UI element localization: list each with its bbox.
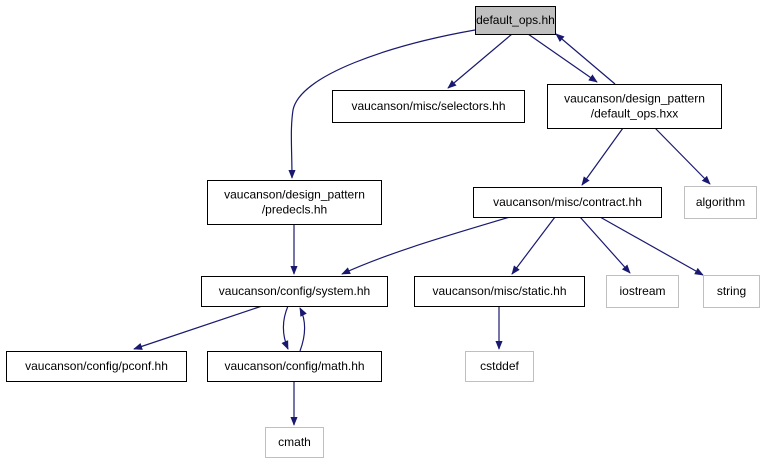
edge-system_hh-to-math_hh bbox=[281, 305, 289, 350]
node-label-default_ops_hxx-1: /default_ops.hxx bbox=[591, 107, 678, 121]
node-box-string bbox=[703, 275, 760, 308]
node-contract_hh[interactable]: vaucanson/misc/contract.hh bbox=[473, 187, 662, 218]
node-label-selectors_hh-0: vaucanson/misc/selectors.hh bbox=[351, 99, 505, 113]
node-static_hh[interactable]: vaucanson/misc/static.hh bbox=[414, 276, 585, 307]
node-algorithm: algorithm bbox=[684, 186, 757, 219]
node-cmath: cmath bbox=[265, 427, 324, 458]
node-box-default_ops_hxx bbox=[547, 84, 722, 129]
edge-default_ops_hxx-to-algorithm bbox=[654, 127, 711, 185]
node-box-cmath bbox=[265, 427, 324, 458]
edge-default_ops_hxx-to-default_ops_hh bbox=[555, 33, 616, 85]
nodes-layer: default_ops.hh vaucanson/misc/selectors.h… bbox=[6, 6, 760, 458]
node-box-default_ops_hh bbox=[475, 6, 556, 35]
edge-default_ops_hh-to-default_ops_hxx bbox=[527, 33, 598, 83]
node-label-predecls_hh-0: vaucanson/design_pattern bbox=[224, 188, 365, 202]
node-label-contract_hh-0: vaucanson/misc/contract.hh bbox=[493, 195, 642, 209]
node-pconf_hh[interactable]: vaucanson/config/pconf.hh bbox=[6, 351, 187, 382]
node-label-pconf_hh-0: vaucanson/config/pconf.hh bbox=[25, 359, 168, 373]
node-label-algorithm-0: algorithm bbox=[696, 195, 745, 209]
node-label-math_hh-0: vaucanson/config/math.hh bbox=[224, 359, 364, 373]
node-label-string-0: string bbox=[717, 284, 746, 298]
edge-default_ops_hh-to-selectors_hh bbox=[447, 33, 513, 89]
edge-system_hh-to-pconf_hh bbox=[133, 305, 263, 350]
node-box-algorithm bbox=[684, 186, 757, 219]
edge-contract_hh-to-static_hh bbox=[511, 216, 556, 275]
node-cstddef: cstddef bbox=[465, 351, 534, 382]
node-math_hh[interactable]: vaucanson/config/math.hh bbox=[207, 351, 382, 382]
node-selectors_hh[interactable]: vaucanson/misc/selectors.hh bbox=[332, 90, 525, 123]
node-box-selectors_hh bbox=[332, 90, 525, 123]
node-label-cmath-0: cmath bbox=[278, 435, 311, 449]
node-predecls_hh[interactable]: vaucanson/design_pattern/predecls.hh bbox=[207, 180, 382, 225]
node-box-math_hh bbox=[207, 351, 382, 382]
node-label-default_ops_hxx-0: vaucanson/design_pattern bbox=[564, 92, 705, 106]
node-box-static_hh bbox=[414, 276, 585, 307]
node-default_ops_hxx[interactable]: vaucanson/design_pattern/default_ops.hxx bbox=[547, 84, 722, 129]
node-box-pconf_hh bbox=[6, 351, 187, 382]
edges-layer bbox=[133, 29, 711, 426]
edge-math_hh-to-system_hh bbox=[299, 307, 307, 352]
node-string: string bbox=[703, 275, 760, 308]
node-system_hh[interactable]: vaucanson/config/system.hh bbox=[201, 276, 388, 307]
edge-default_ops_hh-to-predecls_hh bbox=[288, 29, 476, 179]
edge-default_ops_hxx-to-contract_hh bbox=[581, 127, 624, 186]
edge-contract_hh-to-iostream bbox=[579, 216, 631, 274]
edge-contract_hh-to-string bbox=[599, 216, 704, 276]
node-box-contract_hh bbox=[473, 187, 662, 218]
node-iostream: iostream bbox=[606, 275, 679, 308]
node-label-static_hh-0: vaucanson/misc/static.hh bbox=[432, 284, 566, 298]
node-box-system_hh bbox=[201, 276, 388, 307]
node-box-predecls_hh bbox=[207, 180, 382, 225]
node-label-default_ops_hh-0: default_ops.hh bbox=[476, 13, 555, 27]
edge-contract_hh-to-system_hh bbox=[341, 216, 511, 275]
node-box-iostream bbox=[606, 275, 679, 308]
node-default_ops_hh[interactable]: default_ops.hh bbox=[475, 6, 556, 35]
node-label-system_hh-0: vaucanson/config/system.hh bbox=[219, 284, 370, 298]
node-label-iostream-0: iostream bbox=[619, 284, 665, 298]
node-box-cstddef bbox=[465, 351, 534, 382]
node-label-predecls_hh-1: /predecls.hh bbox=[262, 203, 327, 217]
node-label-cstddef-0: cstddef bbox=[480, 359, 519, 373]
